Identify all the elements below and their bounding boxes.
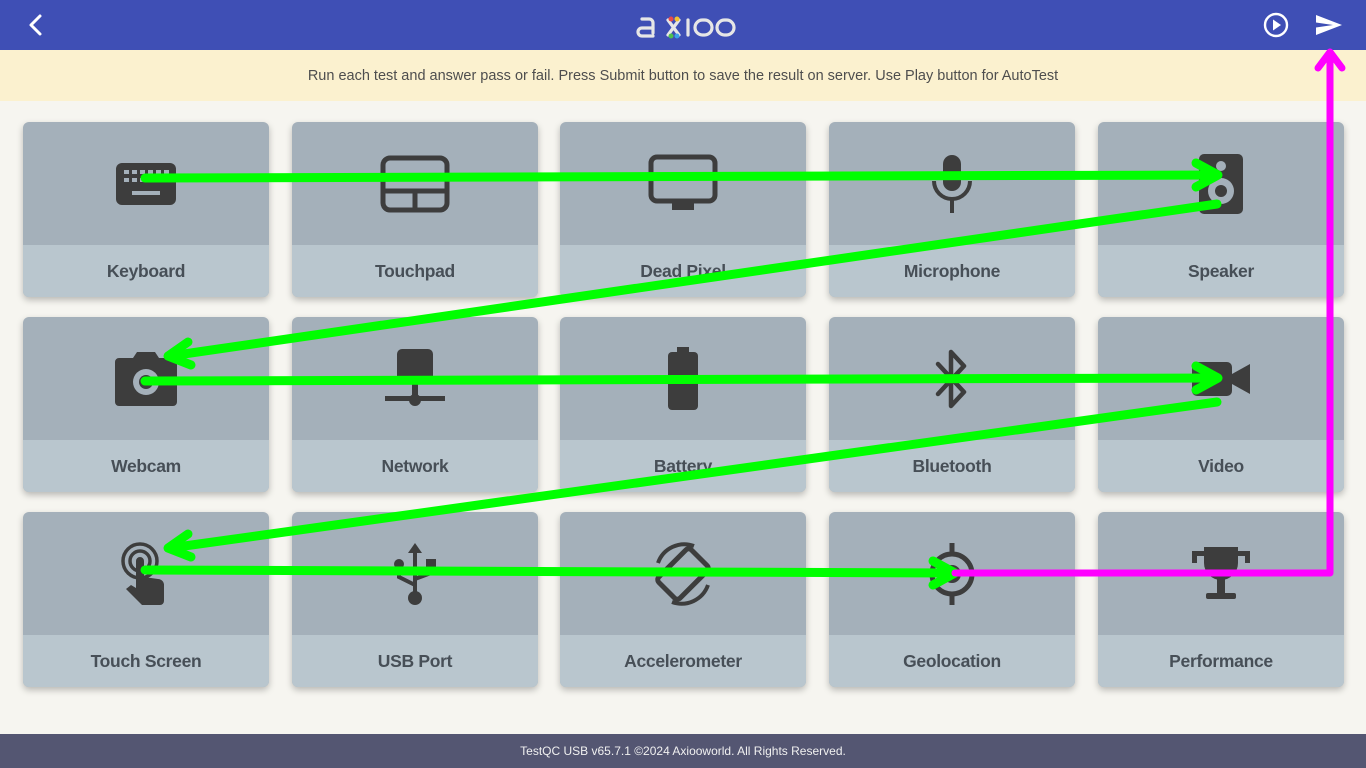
gps-icon: [921, 542, 983, 605]
test-card-touch-screen[interactable]: Touch Screen: [23, 512, 269, 687]
microphone-icon: [932, 154, 972, 213]
keyboard-icon: [116, 162, 176, 205]
instruction-banner: Run each test and answer pass or fail. P…: [0, 50, 1366, 101]
test-card-webcam[interactable]: Webcam: [23, 317, 269, 492]
touch-icon: [121, 541, 164, 605]
top-app-bar: [0, 0, 1366, 50]
test-label: Dead Pixel: [560, 245, 806, 297]
test-card-accelerometer[interactable]: Accelerometer: [560, 512, 806, 687]
test-label: Accelerometer: [560, 635, 806, 687]
camera-icon: [115, 351, 177, 406]
autotest-play-button[interactable]: [1256, 5, 1296, 45]
test-card-speaker[interactable]: Speaker: [1098, 122, 1344, 297]
test-card-usb-port[interactable]: USB Port: [292, 512, 538, 687]
test-card-dead-pixel[interactable]: Dead Pixel: [560, 122, 806, 297]
test-label: Bluetooth: [829, 440, 1075, 492]
chevron-left-icon: [29, 14, 42, 36]
test-label: Speaker: [1098, 245, 1344, 297]
send-icon: [1316, 15, 1342, 35]
test-card-microphone[interactable]: Microphone: [829, 122, 1075, 297]
test-label: Geolocation: [829, 635, 1075, 687]
test-label: Microphone: [829, 245, 1075, 297]
play-circle-icon: [1263, 12, 1289, 38]
battery-icon: [668, 346, 698, 410]
test-label: Touchpad: [292, 245, 538, 297]
bluetooth-icon: [935, 349, 967, 408]
video-camera-icon: [1192, 361, 1250, 396]
test-label: Keyboard: [23, 245, 269, 297]
logo-icon: [636, 16, 736, 39]
instruction-text: Run each test and answer pass or fail. P…: [307, 67, 1059, 84]
test-card-network[interactable]: Network: [292, 317, 538, 492]
footer-copyright: TestQC USB v65.7.1 ©2024 Axiooworld. All…: [520, 744, 846, 758]
test-card-battery[interactable]: Battery: [560, 317, 806, 492]
test-label: Webcam: [23, 440, 269, 492]
test-label: Network: [292, 440, 538, 492]
test-card-keyboard[interactable]: Keyboard: [23, 122, 269, 297]
monitor-icon: [648, 154, 718, 210]
test-card-bluetooth[interactable]: Bluetooth: [829, 317, 1075, 492]
test-card-geolocation[interactable]: Geolocation: [829, 512, 1075, 687]
test-label: USB Port: [292, 635, 538, 687]
test-label: Video: [1098, 440, 1344, 492]
axioo-logo: [0, 0, 1366, 50]
test-label: Touch Screen: [23, 635, 269, 687]
usb-icon: [394, 542, 436, 605]
submit-send-button[interactable]: [1309, 5, 1349, 45]
speaker-icon: [1199, 153, 1243, 214]
trophy-icon: [1192, 546, 1250, 599]
back-button[interactable]: [17, 5, 57, 45]
test-card-video[interactable]: Video: [1098, 317, 1344, 492]
test-label: Performance: [1098, 635, 1344, 687]
network-icon: [385, 348, 445, 406]
test-card-performance[interactable]: Performance: [1098, 512, 1344, 687]
footer: TestQC USB v65.7.1 ©2024 Axiooworld. All…: [0, 734, 1366, 768]
screen-rotation-icon: [655, 541, 711, 606]
test-label: Battery: [560, 440, 806, 492]
touchpad-icon: [380, 155, 450, 212]
test-card-touchpad[interactable]: Touchpad: [292, 122, 538, 297]
